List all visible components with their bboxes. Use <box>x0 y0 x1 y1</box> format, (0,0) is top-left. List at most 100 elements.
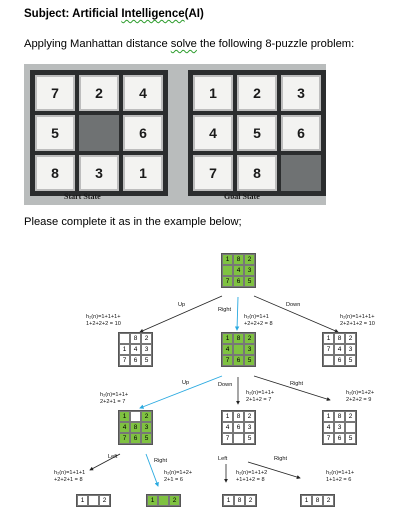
start-tile-blank <box>79 115 119 151</box>
tree-cell: 2 <box>244 254 255 265</box>
tree-cell: 2 <box>345 411 356 422</box>
tree-cell: 4 <box>222 344 233 355</box>
instruction-text: Please complete it as in the example bel… <box>24 216 242 228</box>
goal-tile-3: 3 <box>281 75 321 111</box>
tree-cell: 6 <box>130 355 141 366</box>
goal-tile-6: 6 <box>281 115 321 151</box>
label-down-2: Down <box>218 382 233 388</box>
edge-up-2 <box>139 375 223 409</box>
tree-cell: 3 <box>141 422 152 433</box>
label-left-3a: Left <box>108 454 118 460</box>
subject-suffix: (AI) <box>184 8 204 20</box>
tree-cell: 2 <box>141 333 152 344</box>
tree-cell: 2 <box>244 411 255 422</box>
tree-cell: 1 <box>119 344 130 355</box>
tree-cell: 5 <box>141 355 152 366</box>
goal-tile-1: 1 <box>193 75 233 111</box>
annotation-level2-left: h₂(n)=1+1+ 2+2+1 = 7 <box>100 392 129 405</box>
label-down-1: Down <box>286 302 301 308</box>
tree-cell: 1 <box>301 495 312 506</box>
tree-cell: 1 <box>223 495 234 506</box>
start-tile-3: 3 <box>79 155 119 191</box>
tree-cell: 1 <box>222 254 233 265</box>
annotation-level3-4: h₂(n)=1+1+ 1+1+2 = 6 <box>326 470 355 483</box>
tree-cell <box>88 495 99 506</box>
tree-cell: 5 <box>345 433 356 444</box>
tree-cell: 1 <box>323 411 334 422</box>
tree-cell: 3 <box>244 344 255 355</box>
goal-tile-blank <box>281 155 321 191</box>
tree-cell <box>222 265 233 276</box>
goal-tile-4: 4 <box>193 115 233 151</box>
tree-cell: 5 <box>345 355 356 366</box>
label-right-3b: Right <box>274 456 288 462</box>
tree-cell: 1 <box>119 411 130 422</box>
tree-cell: 5 <box>244 276 255 287</box>
tree-cell <box>158 495 169 506</box>
tree-cell: 7 <box>323 344 334 355</box>
annotation-level3-1: h₂(n)=1+1+1 +2+2+1 = 8 <box>54 470 86 483</box>
tree-cell: 5 <box>141 433 152 444</box>
tree-cell: 8 <box>334 411 345 422</box>
tree-cell: 6 <box>130 433 141 444</box>
tree-cell: 3 <box>244 422 255 433</box>
goal-tile-2: 2 <box>237 75 277 111</box>
tree-cell: 8 <box>233 254 244 265</box>
tree-cell: 4 <box>323 422 334 433</box>
tree-cell: 1 <box>147 495 158 506</box>
tree-cell: 4 <box>119 422 130 433</box>
start-tile-7: 7 <box>35 75 75 111</box>
tree-cell: 6 <box>334 433 345 444</box>
tree-cell: 3 <box>244 265 255 276</box>
goal-tile-5: 5 <box>237 115 277 151</box>
tree-cell: 7 <box>119 433 130 444</box>
edge-right-3a <box>145 453 159 487</box>
tree-cell <box>119 333 130 344</box>
edge-left-3a <box>89 453 121 471</box>
start-tile-5: 5 <box>35 115 75 151</box>
tree-cell: 3 <box>345 344 356 355</box>
annotation-level3-3: h₂(n)=1+1+2 +1+1+2 = 8 <box>236 470 268 483</box>
tree-cell: 4 <box>222 422 233 433</box>
start-state-caption: Start State <box>64 192 101 201</box>
edge-right-3b <box>247 461 301 479</box>
tree-cell: 4 <box>334 344 345 355</box>
label-right-2: Right <box>290 381 304 387</box>
annotation-level1-mid: h₂(n)=1+1 +2+2+2 = 8 <box>244 314 273 327</box>
tree-cell: 1 <box>222 411 233 422</box>
tree-cell: 2 <box>245 495 256 506</box>
tree-cell: 2 <box>99 495 110 506</box>
edge-up-1 <box>139 295 223 333</box>
tree-cell: 2 <box>169 495 180 506</box>
subject-underlined-word: Intelligence <box>121 8 185 20</box>
tree-cell: 7 <box>222 433 233 444</box>
tree-cell: 6 <box>233 276 244 287</box>
tree-cell: 8 <box>130 333 141 344</box>
tree-cell: 4 <box>233 265 244 276</box>
start-tile-1: 1 <box>123 155 163 191</box>
tree-cell: 7 <box>119 355 130 366</box>
tree-cell <box>323 355 334 366</box>
tree-cell: 8 <box>233 411 244 422</box>
tree-cell: 6 <box>233 355 244 366</box>
label-right-3a: Right <box>154 458 168 464</box>
label-up-1: Up <box>178 302 186 308</box>
tree-cell <box>130 411 141 422</box>
tree-cell <box>345 422 356 433</box>
edge-down-1 <box>253 295 339 333</box>
edge-right-1 <box>234 296 240 331</box>
tree-cell: 8 <box>130 422 141 433</box>
tree-cell: 5 <box>244 433 255 444</box>
start-tile-2: 2 <box>79 75 119 111</box>
tree-cell <box>233 344 244 355</box>
tree-cell: 1 <box>222 333 233 344</box>
